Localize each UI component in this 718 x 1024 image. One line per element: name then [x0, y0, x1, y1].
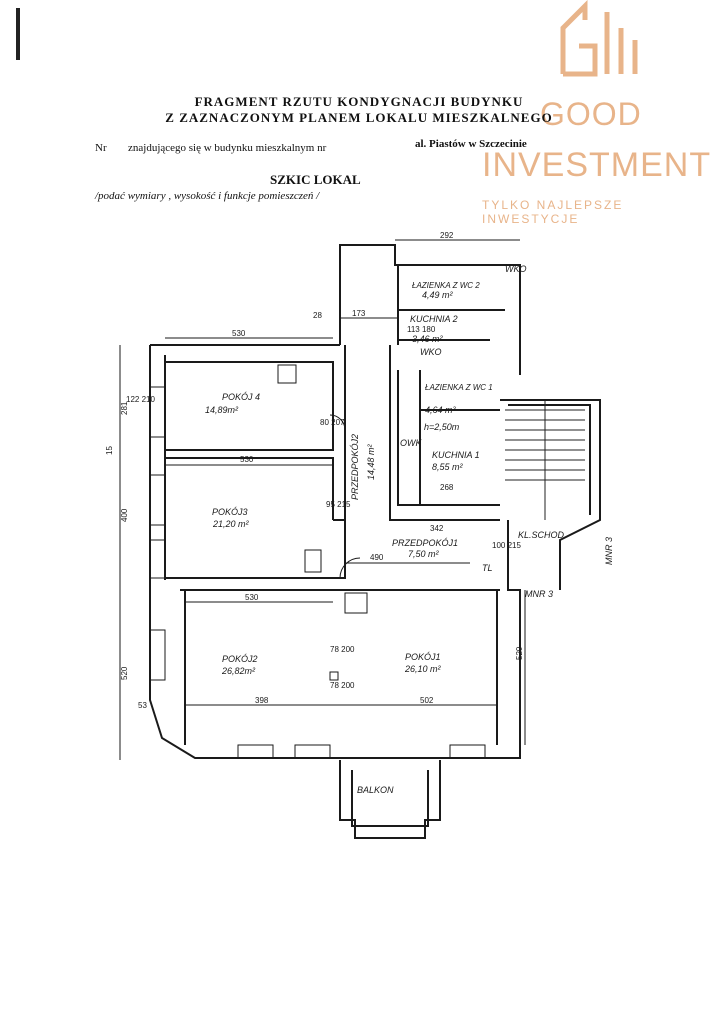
dim-342: 342: [430, 524, 444, 533]
dim-502: 502: [420, 696, 434, 705]
owk-label: OWK: [400, 438, 422, 448]
room-lazienka1-label: ŁAZIENKA Z WC 1: [425, 383, 493, 392]
title-line2: Z ZAZNACZONYM PLANEM LOKALU MIESZKALNEGO: [165, 110, 553, 125]
dim-80-207: 80 207: [320, 418, 345, 427]
mnr3-label-1: MNR 3: [525, 589, 553, 599]
room-pokoj2-label: POKÓJ2: [222, 654, 258, 664]
title-line1: FRAGMENT RZUTU KONDYGNACJI BUDYNKU: [194, 94, 524, 109]
margin-mark: [16, 8, 20, 60]
room-lazienka2-area: 4,49 m²: [422, 290, 454, 300]
room-lazienka1-area: 4,64 m²: [425, 405, 457, 415]
address: al. Piastów w Szczecinie: [415, 138, 527, 150]
sketch-note: /podać wymiary , wysokość i funkcje pomi…: [95, 190, 320, 202]
dim-28: 28: [313, 311, 322, 320]
located-text: znajdującego się w budynku mieszkalnym n…: [128, 142, 327, 154]
dim-520-left: 520: [120, 666, 129, 680]
room-kuchnia1-label: KUCHNIA 1: [432, 450, 480, 460]
dim-113-180: 113 180: [407, 325, 436, 334]
dim-95-215: 95 215: [326, 500, 351, 509]
room-pokoj4-label: POKÓJ 4: [222, 392, 260, 402]
room-pokoj4-area: 14,89m²: [205, 405, 239, 415]
dim-268: 268: [440, 483, 454, 492]
balkon-label: BALKON: [357, 785, 394, 795]
dim-15: 15: [105, 446, 114, 455]
dim-53: 53: [138, 701, 147, 710]
dim-122-210: 122 210: [126, 395, 155, 404]
logo-line1: GOOD: [540, 96, 642, 132]
wko-label-2: WKO: [420, 347, 442, 357]
room-kuchnia2-area: 3,46 m²: [412, 334, 444, 344]
room-przedpokoj2-label: PRZEDPOKÓJ2: [350, 434, 360, 500]
logo-tagline: TYLKO NAJLEPSZE INWESTYCJE: [482, 198, 624, 226]
room-pokoj3-area: 21,20 m²: [212, 519, 250, 529]
dim-78-200-a: 78 200: [330, 645, 355, 654]
room-lazienka2-label: ŁAZIENKA Z WC 2: [412, 281, 480, 290]
mnr3-label-2: MNR 3: [604, 537, 614, 565]
room-kuchnia1-area: 8,55 m²: [432, 462, 464, 472]
dim-520-right: 520: [515, 646, 524, 660]
nr-label: Nr: [95, 142, 107, 154]
dim-292: 292: [440, 231, 454, 240]
dim-398: 398: [255, 696, 269, 705]
dim-400: 400: [120, 508, 129, 522]
dim-78-200-b: 78 200: [330, 681, 355, 690]
dim-173: 173: [352, 309, 366, 318]
room-przedpokoj1-area: 7,50 m²: [408, 549, 440, 559]
room-przedpokoj1-label: PRZEDPOKÓJ1: [392, 538, 458, 548]
tl-label: TL: [482, 563, 493, 573]
sketch-title: SZKIC LOKAL: [270, 172, 361, 187]
room-pokoj1-area: 26,10 m²: [404, 664, 442, 674]
dim-100-215: 100 215: [492, 541, 521, 550]
dim-530-mid: 530: [240, 455, 254, 464]
dim-490: 490: [370, 553, 384, 562]
room-przedpokoj2-area: 14,48 m²: [366, 443, 376, 480]
dim-530-bottom: 530: [245, 593, 259, 602]
wko-label-1: WKO: [505, 264, 527, 274]
room-pokoj2-area: 26,82m²: [221, 666, 256, 676]
kl-schod-label: KL.SCHOD: [518, 530, 565, 540]
logo-line2: INVESTMENT: [482, 146, 712, 184]
room-kuchnia2-label: KUCHNIA 2: [410, 314, 458, 324]
room-pokoj1-label: POKÓJ1: [405, 652, 441, 662]
logo-mark-icon: [560, 0, 638, 77]
room-pokoj3-label: POKÓJ3: [212, 507, 248, 517]
dim-281: 281: [120, 401, 129, 415]
staircase: [505, 400, 585, 520]
height-note: h=2,50m: [424, 422, 460, 432]
dim-530-top: 530: [232, 329, 246, 338]
